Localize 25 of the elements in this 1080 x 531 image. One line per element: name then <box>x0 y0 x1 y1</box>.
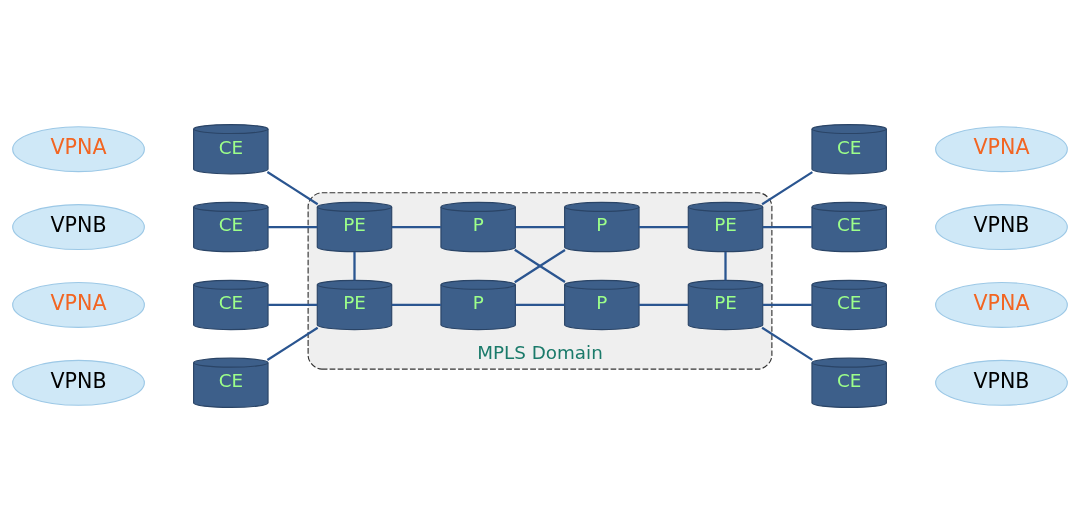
connector <box>515 303 565 306</box>
connector <box>391 303 441 306</box>
node-ellipse: VPNA <box>12 125 145 172</box>
connector <box>268 225 318 228</box>
connector <box>515 225 565 228</box>
node-ellipse: VPNA <box>935 125 1068 172</box>
connector <box>353 251 356 280</box>
connector <box>391 225 441 228</box>
node-ellipse: VPNB <box>935 359 1068 406</box>
connector <box>266 170 319 205</box>
connector <box>762 303 812 306</box>
connector <box>639 225 689 228</box>
node-ellipse: VPNB <box>935 203 1068 250</box>
connector <box>514 248 566 283</box>
connector <box>762 225 812 228</box>
node-ellipse: VPNA <box>935 281 1068 328</box>
node-ellipse: VPNB <box>12 203 145 250</box>
node-ellipse: VPNB <box>12 359 145 406</box>
connector <box>268 303 318 306</box>
connector <box>761 326 813 361</box>
connector <box>639 303 689 306</box>
connector <box>724 251 727 280</box>
connector <box>266 326 319 361</box>
connector <box>761 170 813 205</box>
node-ellipse: VPNA <box>12 281 145 328</box>
